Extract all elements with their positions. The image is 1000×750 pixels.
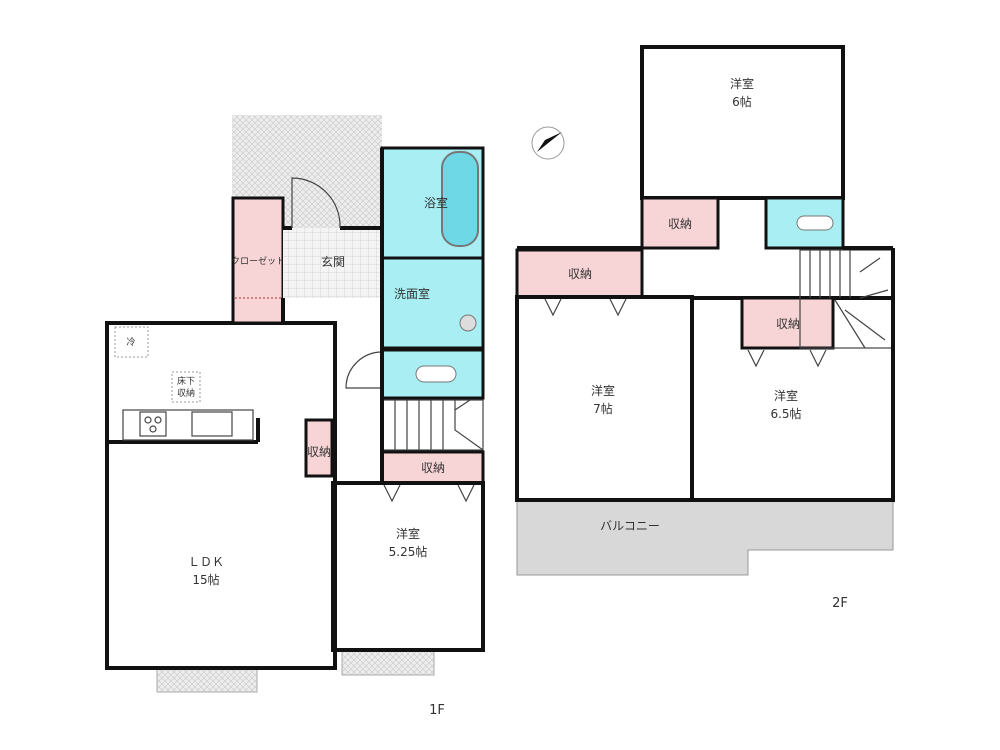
- fridge-label: 冷: [126, 336, 135, 348]
- floor-2: バルコニー 洋室 6帖 収納 収納 洋室 7帖 洋室 6.5帖 収納 2F: [515, 45, 895, 611]
- western-1f-name: 洋室: [396, 526, 420, 541]
- entrance-label: 玄関: [321, 254, 345, 269]
- stairs-2f: [799, 249, 894, 349]
- storage-a: [640, 196, 720, 250]
- ldk-size: 15帖: [192, 572, 219, 587]
- entrance-room: [283, 228, 382, 298]
- sink-icon: [191, 411, 233, 437]
- floor-1: 冷 床下 収納 ＬＤＫ 15帖 クローゼット 玄関 浴室 洗面室 収納 収納: [105, 115, 485, 718]
- window-deck-ldk: [156, 667, 258, 693]
- stove-icon: [139, 411, 167, 437]
- western-6-room: [640, 45, 845, 200]
- underfloor-label-2: 収納: [177, 387, 195, 399]
- balcony: [516, 499, 894, 576]
- north-arrow-icon: [531, 126, 565, 160]
- storage-room-label: 収納: [421, 461, 445, 475]
- washroom-label: 洗面室: [394, 286, 430, 301]
- storage-c-label: 収納: [776, 317, 800, 331]
- western-1f-size: 5.25帖: [389, 544, 428, 559]
- western-7-size: 7帖: [593, 401, 613, 416]
- toilet-icon-2f: [796, 215, 834, 231]
- bathtub-icon: [441, 151, 479, 247]
- storage-hall-label: 収納: [307, 445, 331, 459]
- western-65-name: 洋室: [774, 388, 798, 403]
- closet-label: クローゼット: [231, 255, 285, 267]
- bath-label: 浴室: [424, 195, 448, 210]
- underfloor-label-1: 床下: [177, 375, 195, 387]
- western-room-1f: [331, 481, 485, 652]
- western-6-size: 6帖: [732, 94, 752, 109]
- floor-1-label: 1F: [429, 703, 445, 718]
- storage-hall-1f: [304, 418, 334, 478]
- stairs-1f: [381, 399, 484, 451]
- balcony-label: バルコニー: [600, 519, 660, 533]
- fridge-space: [114, 326, 149, 358]
- window-deck-western: [341, 649, 435, 676]
- entrance-door[interactable]: [291, 177, 341, 229]
- ldk-name: ＬＤＫ: [188, 555, 224, 569]
- kitchen-counter: [122, 409, 254, 441]
- storage-a-label: 収納: [668, 217, 692, 231]
- storage-b-label: 収納: [568, 267, 592, 281]
- washroom: [380, 256, 485, 350]
- ldk-room: [105, 321, 337, 670]
- western-7-room: [515, 295, 694, 502]
- western-7-name: 洋室: [591, 383, 615, 398]
- western-65-size: 6.5帖: [770, 406, 801, 421]
- storage-c: [740, 296, 835, 350]
- western-6-name: 洋室: [730, 76, 754, 91]
- washbasin-icon: [459, 314, 477, 332]
- toilet-icon: [415, 365, 457, 383]
- floor-2-label: 2F: [832, 596, 848, 611]
